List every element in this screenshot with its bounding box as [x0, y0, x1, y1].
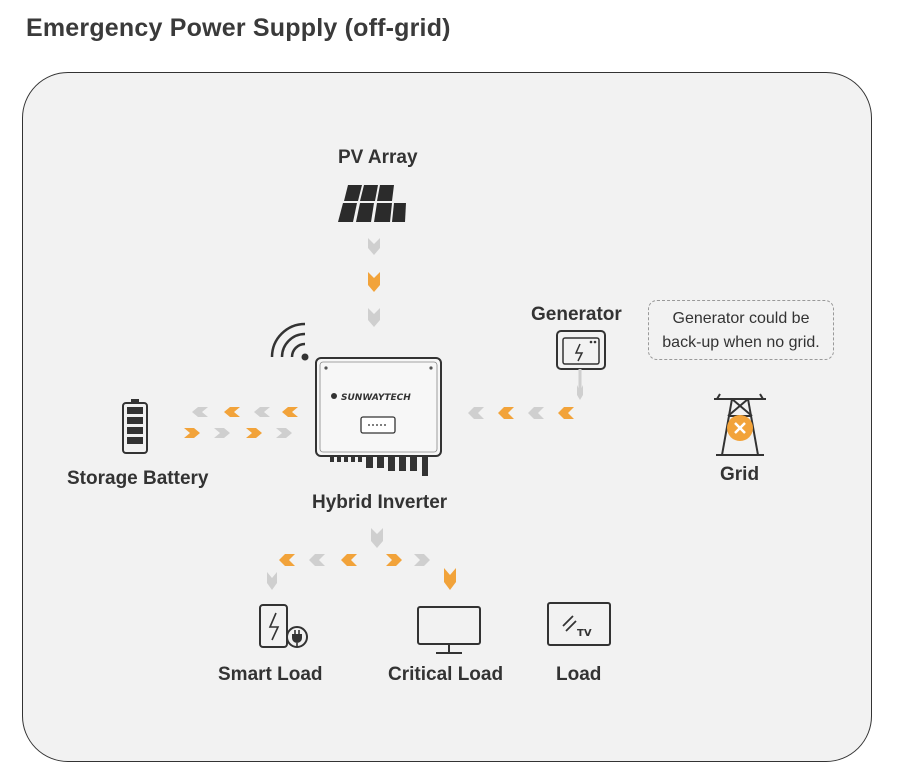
- hybrid-inverter-icon: SUNWAYTECH: [315, 357, 442, 476]
- grid-label: Grid: [720, 464, 760, 485]
- monitor-icon: [417, 606, 481, 654]
- pv-flow-arrows: [368, 238, 380, 327]
- critical-load-label: Critical Load: [388, 664, 504, 685]
- smart-load-icon: [259, 604, 308, 648]
- generator-note: Generator could be back-up when no grid.: [648, 300, 834, 360]
- generator-note-line-1: Generator could be: [672, 310, 810, 327]
- generator-note-line-2: back-up when no grid.: [662, 334, 820, 351]
- smart-load-label: Smart Load: [218, 664, 323, 685]
- hybrid-inverter-label: Hybrid Inverter: [312, 492, 448, 513]
- inverter-brand-text: SUNWAYTECH: [341, 393, 411, 403]
- battery-flow-arrows: [184, 407, 298, 438]
- tv-icon: TV: [547, 602, 611, 646]
- storage-battery-label: Storage Battery: [67, 468, 209, 489]
- battery-icon: [122, 399, 148, 454]
- wifi-icon: [270, 322, 309, 361]
- tv-text: TV: [577, 628, 592, 639]
- solar-panel-icon: [338, 185, 406, 222]
- pv-array-label: PV Array: [338, 147, 418, 168]
- generator-icon: [556, 330, 606, 392]
- load-flow-arrows: [267, 528, 456, 590]
- page-title: Emergency Power Supply (off-grid): [26, 14, 451, 42]
- load-label: Load: [556, 664, 602, 685]
- grid-disconnected-icon: [727, 415, 753, 441]
- generator-label: Generator: [531, 304, 622, 325]
- generator-flow-arrows: [468, 385, 583, 419]
